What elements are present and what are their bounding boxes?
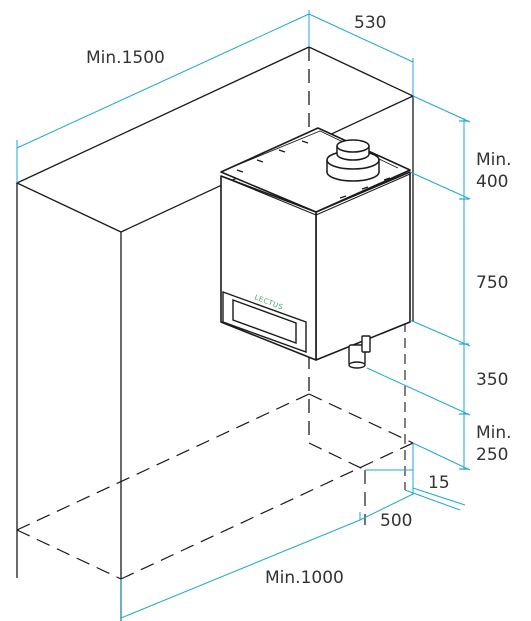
dim-15: 15: [428, 473, 450, 493]
dim-min-250-line2: 250: [476, 445, 508, 465]
floor-outline: [16, 393, 414, 580]
dim-min-400-line1: Min.: [476, 150, 512, 170]
dim-350: 350: [476, 370, 508, 390]
dim-min-250-line1: Min.: [476, 423, 512, 443]
control-panel: [222, 291, 307, 353]
dim-500: 500: [380, 511, 412, 531]
dim-min-1500: Min.1500: [86, 48, 165, 68]
dim-530: 530: [354, 13, 386, 33]
bottom-pipe: [348, 335, 371, 369]
dimension-lines: [16, 10, 471, 621]
boiler-top-details: [236, 140, 391, 199]
dim-750: 750: [476, 273, 508, 293]
dimension-ticks: [459, 120, 469, 470]
flue-collar: [326, 139, 380, 182]
dim-min-400-line2: 400: [476, 172, 508, 192]
dim-min-1000: Min.1000: [265, 568, 344, 588]
dimension-labels: Min.1500 530 Min. 400 750 350 Min. 250 1…: [86, 13, 512, 588]
